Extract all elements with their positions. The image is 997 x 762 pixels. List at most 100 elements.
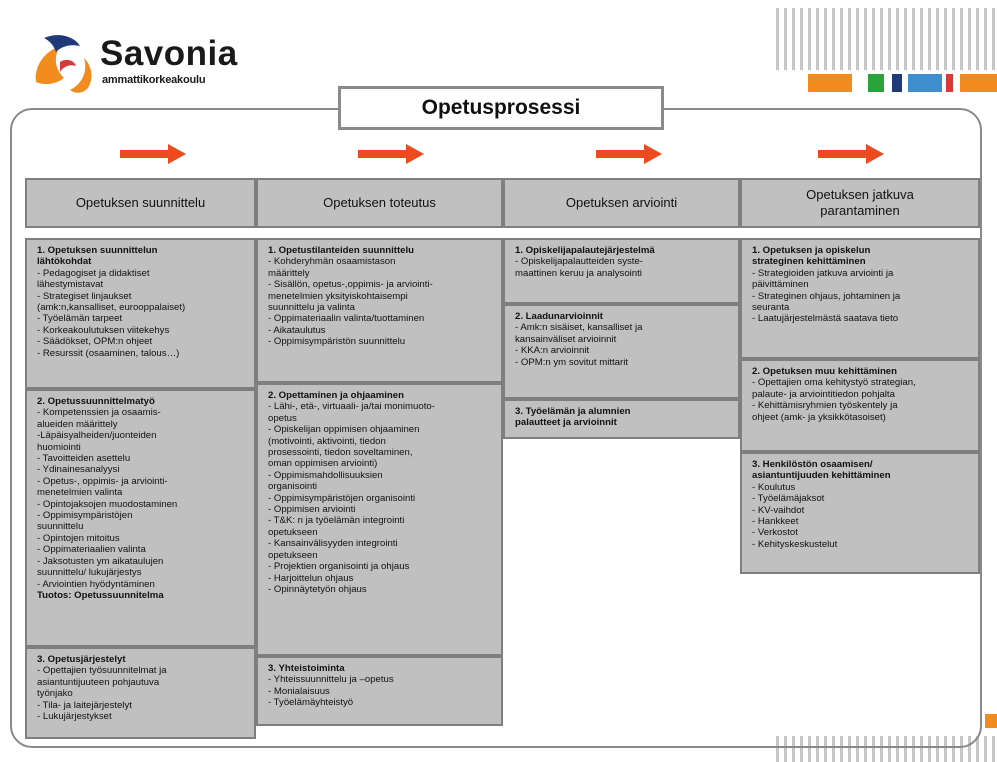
box-title: 3. Henkilöstön osaamisen/ asiantuntijuud… [752,459,891,482]
list-item: - Työelämäjaksot [752,493,825,505]
list-item: - Korkeakoulutuksen viitekehys [37,324,170,336]
process-box: 1. Opetustilanteiden suunnittelu- Kohder… [256,238,503,383]
list-item: - Koulutus [752,481,796,493]
list-item: - Monialaisuus [268,685,330,697]
list-item: - Jaksotusten ym aikataulujen suunnittel… [37,555,164,579]
list-item: - KKA:n arvioinnit [515,345,590,357]
list-item: - Työelämän tarpeet [37,313,123,325]
box-title: 2. Opetuksen muu kehittäminen [752,366,898,377]
list-item: - Amk:n sisäiset, kansalliset ja kansain… [515,322,643,345]
savonia-logo: Savonia ammattikorkeakoulu [30,32,250,96]
list-item: - Opiskelijan oppimisen ohjaaminen (moti… [268,424,420,470]
box-title: 3. Yhteistoiminta [268,663,345,674]
list-item: - Oppimisympäristöjen organisointi [268,492,416,504]
column-header-parantaminen: Opetuksen jatkuva parantaminen [740,178,980,228]
list-item: - Oppimateriaalien valinta [37,544,146,556]
list-item: - Lähi-, etä-, virtuaali- ja/tai monimuo… [268,401,435,424]
logo-name: Savonia [100,34,238,73]
process-box: 2. Opetussuunnittelmatyö- Kompetenssien … [25,389,256,647]
deco-bar [985,714,997,728]
list-item: - Hankkeet [752,516,799,528]
list-item: - Oppimisympäristön suunnittelu [268,336,406,348]
list-item: - Resurssit (osaaminen, talous…) [37,347,180,359]
list-item: - Kansainvälisyyden integrointi opetukse… [268,538,398,561]
process-box: 1. Opetuksen ja opiskelun strateginen ke… [740,238,980,359]
process-box: 3. Henkilöstön osaamisen/ asiantuntijuud… [740,452,980,574]
list-item: - Sisällön, opetus-,oppimis- ja arvioint… [268,279,433,314]
box-title: 1. Opiskelijapalautejärjestelmä [515,245,655,256]
deco-bar [808,74,852,92]
list-item: - Strategiset linjaukset (amk:n,kansalli… [37,290,186,314]
list-item: - Projektien organisointi ja ohjaus [268,561,410,573]
list-item: - Strateginen ohjaus, johtaminen ja seur… [752,290,901,314]
list-item: - Verkostot [752,527,798,539]
list-item: - Harjoittelun ohjaus [268,572,354,584]
list-item: - Arviointien hyödyntäminen [37,578,155,590]
box-title: 2. Opetussuunnittelmatyö [37,396,155,407]
list-item: - Kehittämisryhmien työskentely ja ohjee… [752,400,898,423]
list-item: - OPM:n ym sovitut mittarit [515,356,629,368]
process-box: 3. Opetusjärjestelyt- Opettajien työsuun… [25,647,256,739]
process-box: 1. Opiskelijapalautejärjestelmä- Opiskel… [503,238,740,304]
deco-bar [868,74,884,92]
list-item: - Yhteissuunnittelu ja –opetus [268,674,394,686]
list-item: - Kohderyhmän osaamistason määrittely [268,256,396,279]
list-item: - Opetus-, oppimis- ja arviointi- menete… [37,475,168,499]
list-item: - Strategioiden jatkuva arviointi ja päi… [752,267,894,291]
list-item: - KV-vaihdot [752,504,805,516]
process-box: 2. Opettaminen ja ohjaaminen- Lähi-, etä… [256,383,503,656]
box-footer: Tuotos: Opetussuunnitelma [37,589,164,601]
process-box: 2. Opetuksen muu kehittäminen- Opettajie… [740,359,980,452]
list-item: - Opintojaksojen muodostaminen [37,498,178,510]
decorative-lines [776,8,997,70]
decorative-stripes [776,0,997,94]
arrow-right-icon [818,144,884,164]
box-title: 1. Opetuksen suunnittelun lähtökohdat [37,245,158,268]
process-box: 3. Yhteistoiminta- Yhteissuunnittelu ja … [256,656,503,726]
list-item: - Säädökset, OPM:n ohjeet [37,336,153,348]
list-item: - Ydinainesanalyysi [37,464,120,476]
deco-bar [946,74,953,92]
list-item: - Oppimisympäristöjen suunnittelu [37,510,133,533]
list-item: - T&K: n ja työelämän integrointi opetuk… [268,515,405,538]
column-header-toteutus: Opetuksen toteutus [256,178,503,228]
list-item: - Opintojen mitoitus [37,532,120,544]
box-title: 2. Opettaminen ja ohjaaminen [268,390,404,401]
list-item: - Opiskelijapalautteiden syste- maattine… [515,256,643,279]
process-box: 1. Opetuksen suunnittelun lähtökohdat- P… [25,238,256,389]
list-item: - Kehityskeskustelut [752,538,838,550]
list-item: - Opettajien työsuunnitelmat ja asiantun… [37,665,167,700]
list-item: - Aikataulutus [268,324,326,336]
box-title: 2. Laadunarvioinnit [515,311,603,322]
list-item: - Työelämäyhteistyö [268,697,354,709]
arrow-right-icon [596,144,662,164]
arrow-right-icon [120,144,186,164]
deco-bar [908,74,942,92]
list-item: - Lukujärjestykset [37,711,112,723]
deco-bar [892,74,902,92]
logo-subtitle: ammattikorkeakoulu [102,74,206,86]
list-item: -Läpäisyalheiden/juonteiden huomiointi [37,430,157,453]
process-box: 2. Laadunarvioinnit- Amk:n sisäiset, kan… [503,304,740,399]
box-title: 3. Opetusjärjestelyt [37,654,126,665]
list-item: - Tavoitteiden asettelu [37,453,131,465]
savonia-logo-mark-icon [35,35,92,93]
list-item: - Pedagogiset ja didaktiset lähestymista… [37,267,150,291]
process-box: 3. Työelämän ja alumnien palautteet ja a… [503,399,740,439]
list-item: - Kompetenssien ja osaamis- alueiden mää… [37,407,161,430]
list-item: - Oppimisen arviointi [268,504,356,516]
deco-bar [960,74,997,92]
list-item: - Oppimateriaalin valinta/tuottaminen [268,313,425,325]
arrow-right-icon [358,144,424,164]
list-item: - Opettajien oma kehitystyö strategian, … [752,377,916,400]
diagram-title: Opetusprosessi [338,86,664,130]
list-item: - Tila- ja laitejärjestelyt [37,699,132,711]
list-item: - Oppimismahdollisuuksien organisointi [268,469,383,493]
box-title: 3. Työelämän ja alumnien palautteet ja a… [515,406,631,429]
list-item: - Laatujärjestelmästä saatava tieto [752,313,899,325]
box-title: 1. Opetustilanteiden suunnittelu [268,245,415,256]
list-item: - Opinnäytetyön ohjaus [268,583,367,595]
column-header-arviointi: Opetuksen arviointi [503,178,740,228]
box-title: 1. Opetuksen ja opiskelun strateginen ke… [752,245,871,268]
column-header-suunnittelu: Opetuksen suunnittelu [25,178,256,228]
